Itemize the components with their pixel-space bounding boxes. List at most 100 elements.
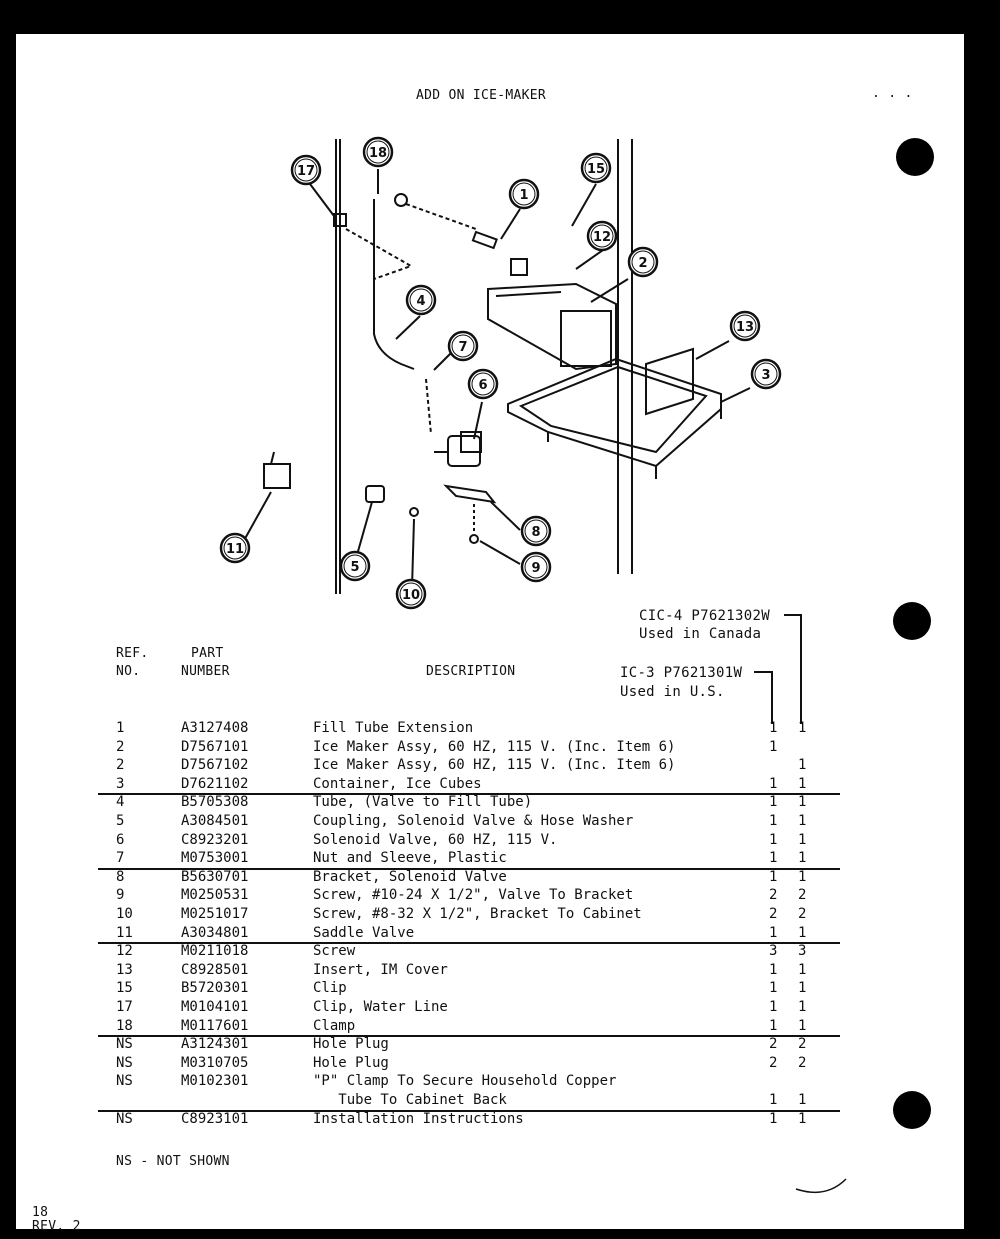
ref-cell: 17 (116, 999, 133, 1015)
part-number-cell: A3127408 (181, 720, 249, 736)
description-cell: Hole Plug (313, 1036, 389, 1053)
qty-canada-cell: 1 (798, 794, 807, 811)
callout-label-18: 18 (369, 146, 387, 161)
description-cell: Tube To Cabinet Back (313, 1092, 507, 1108)
qty-us-cell: 1 (769, 961, 778, 978)
ref-cell: 12 (116, 943, 133, 960)
callout-circle-4 (405, 284, 437, 316)
description-cell: Clip (313, 980, 347, 997)
callout-ring-7 (451, 334, 475, 358)
qty-us-cell: 2 (769, 1054, 778, 1071)
header-ref-1: REF. (116, 646, 149, 661)
qty-canada-cell: 1 (798, 868, 807, 885)
callout-circle-15 (580, 152, 612, 184)
page-number-block: 18 REV. 2 (32, 1206, 81, 1234)
description-cell: Tube, (Valve to Fill Tube) (313, 794, 533, 811)
callout-circle-7 (447, 330, 479, 362)
ref-cell: NS (116, 1110, 133, 1127)
ref-cell: 7 (116, 850, 125, 867)
binder-hole-middle (893, 602, 931, 640)
qty-canada-cell: 2 (798, 1036, 807, 1053)
description-cell: Nut and Sleeve, Plastic (313, 850, 507, 867)
ref-cell: 13 (116, 961, 133, 978)
qty-us-cell: 1 (769, 999, 778, 1015)
binder-hole-top (896, 138, 934, 176)
qty-canada-cell: 1 (798, 831, 807, 848)
part-number-cell: A3034801 (181, 924, 249, 941)
ref-cell: 8 (116, 868, 125, 885)
callout-label-6: 6 (478, 378, 487, 393)
callout-circle-5 (339, 550, 371, 582)
qty-canada-cell: 1 (798, 999, 807, 1015)
callout-label-13: 13 (736, 320, 754, 335)
qty-us-cell: 1 (769, 738, 778, 755)
description-cell: Saddle Valve (313, 924, 415, 941)
callout-circle-13 (729, 310, 761, 342)
qty-canada-cell: 2 (798, 1054, 807, 1071)
part-number-cell: M0251017 (181, 906, 249, 922)
ref-cell: 6 (116, 831, 125, 848)
part-number-cell: M0211018 (181, 943, 249, 960)
ref-cell: 4 (116, 794, 125, 811)
description-cell: Installation Instructions (313, 1110, 524, 1127)
ref-cell: 11 (116, 924, 133, 941)
callout-ring-18 (366, 140, 390, 164)
ref-cell: 15 (116, 980, 133, 997)
callout-ring-12 (590, 224, 614, 248)
group-divider (98, 867, 840, 870)
qty-canada-cell: 1 (798, 720, 807, 736)
callout-circle-11 (219, 532, 251, 564)
callout-circle-9 (520, 551, 552, 583)
qty-canada-cell: 2 (798, 887, 807, 904)
qty-canada-cell: 1 (798, 775, 807, 792)
header-part-1: PART (191, 646, 224, 661)
group-divider (98, 1109, 840, 1112)
binder-hole-bottom (893, 1091, 931, 1129)
part-number-cell: B5720301 (181, 980, 249, 997)
part-number-cell: A3084501 (181, 813, 249, 829)
description-cell: Container, Ice Cubes (313, 775, 482, 792)
callout-label-10: 10 (402, 588, 420, 603)
callout-ring-15 (584, 156, 608, 180)
ref-cell: 18 (116, 1017, 133, 1034)
qty-us-cell: 1 (769, 720, 778, 736)
qty-us-cell: 1 (769, 1092, 778, 1108)
qty-canada-cell: 1 (798, 1092, 807, 1108)
callout-ring-5 (343, 554, 367, 578)
model-canada-usage: Used in Canada (639, 626, 762, 642)
scribble-mark (795, 1178, 847, 1194)
description-cell: Clip, Water Line (313, 999, 448, 1015)
part-number-cell: D7621102 (181, 775, 249, 792)
qty-us-cell: 1 (769, 813, 778, 829)
qty-us-cell: 1 (769, 831, 778, 848)
part-number-cell: C8923101 (181, 1110, 249, 1127)
part-number-cell: D7567102 (181, 757, 249, 774)
group-divider (98, 793, 840, 796)
qty-us-cell: 1 (769, 794, 778, 811)
corner-marks: . . . (872, 86, 913, 101)
callout-ring-4 (409, 288, 433, 312)
ref-cell: 3 (116, 775, 125, 792)
description-cell: Clamp (313, 1017, 356, 1034)
description-cell: Bracket, Solenoid Valve (313, 868, 507, 885)
qty-canada-cell: 3 (798, 943, 807, 960)
callout-label-2: 2 (638, 256, 647, 271)
callout-ring-6 (471, 372, 495, 396)
callout-label-9: 9 (531, 561, 540, 576)
description-cell: Fill Tube Extension (313, 720, 474, 736)
callout-ring-1 (512, 182, 536, 206)
part-number-cell: A3124301 (181, 1036, 249, 1053)
callout-circle-2 (627, 246, 659, 278)
